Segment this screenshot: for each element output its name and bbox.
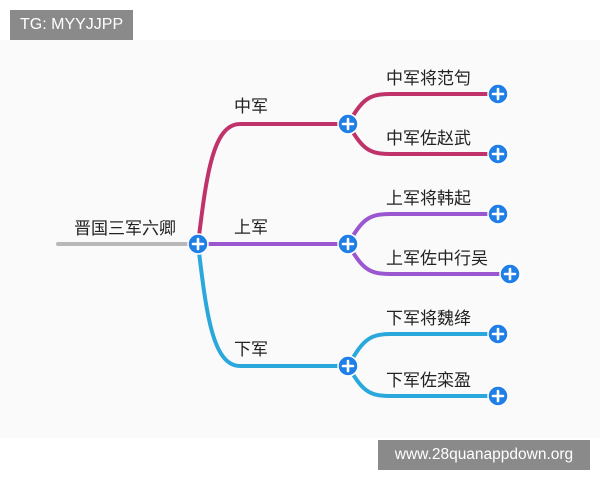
root-label: 晋国三军六卿 xyxy=(74,219,176,239)
zhongjun-expand-button[interactable] xyxy=(337,113,359,135)
leaf-label-xiajun-zuo: 下军佐栾盈 xyxy=(386,371,471,391)
leaf-label-zhongjun-zuo: 中军佐赵武 xyxy=(386,129,471,149)
zhongjun-jiang-expand-button[interactable] xyxy=(487,83,509,105)
zhongjun-zuo-expand-button[interactable] xyxy=(487,143,509,165)
leaf-line-shangjun-jiang xyxy=(346,212,500,246)
xiajun-expand-button[interactable] xyxy=(337,355,359,377)
branch-label-xiajun: 下军 xyxy=(234,340,268,360)
leaf-line-zhongjun-jiang xyxy=(346,92,500,126)
mindmap-canvas xyxy=(0,40,600,438)
plus-circle-icon xyxy=(487,143,509,165)
branch-line-xiajun xyxy=(196,242,350,368)
leaf-label-xiajun-jiang: 下军将魏绛 xyxy=(386,309,471,329)
leaf-label-shangjun-zuo: 上军佐中行吴 xyxy=(386,249,488,269)
leaf-label-shangjun-jiang: 上军将韩起 xyxy=(386,189,471,209)
branch-line-zhongjun xyxy=(196,122,350,246)
plus-circle-icon xyxy=(187,233,209,255)
plus-circle-icon xyxy=(337,355,359,377)
leaf-label-zhongjun-jiang: 中军将范匄 xyxy=(386,69,471,89)
shangjun-zuo-expand-button[interactable] xyxy=(499,263,521,285)
plus-circle-icon xyxy=(487,385,509,407)
xiajun-jiang-expand-button[interactable] xyxy=(487,323,509,345)
plus-circle-icon xyxy=(337,233,359,255)
plus-circle-icon xyxy=(337,113,359,135)
plus-circle-icon xyxy=(487,323,509,345)
shangjun-expand-button[interactable] xyxy=(337,233,359,255)
root-expand-button[interactable] xyxy=(187,233,209,255)
plus-circle-icon xyxy=(487,83,509,105)
xiajun-zuo-expand-button[interactable] xyxy=(487,385,509,407)
plus-circle-icon xyxy=(499,263,521,285)
leaf-line-xiajun-jiang xyxy=(346,332,500,368)
branch-label-shangjun: 上军 xyxy=(234,218,268,238)
bottom-watermark-label: www.28quanappdown.org xyxy=(378,440,590,470)
branch-label-zhongjun: 中军 xyxy=(234,97,268,117)
top-watermark-label: TG: MYYJJPP xyxy=(10,10,134,40)
plus-circle-icon xyxy=(487,203,509,225)
shangjun-jiang-expand-button[interactable] xyxy=(487,203,509,225)
